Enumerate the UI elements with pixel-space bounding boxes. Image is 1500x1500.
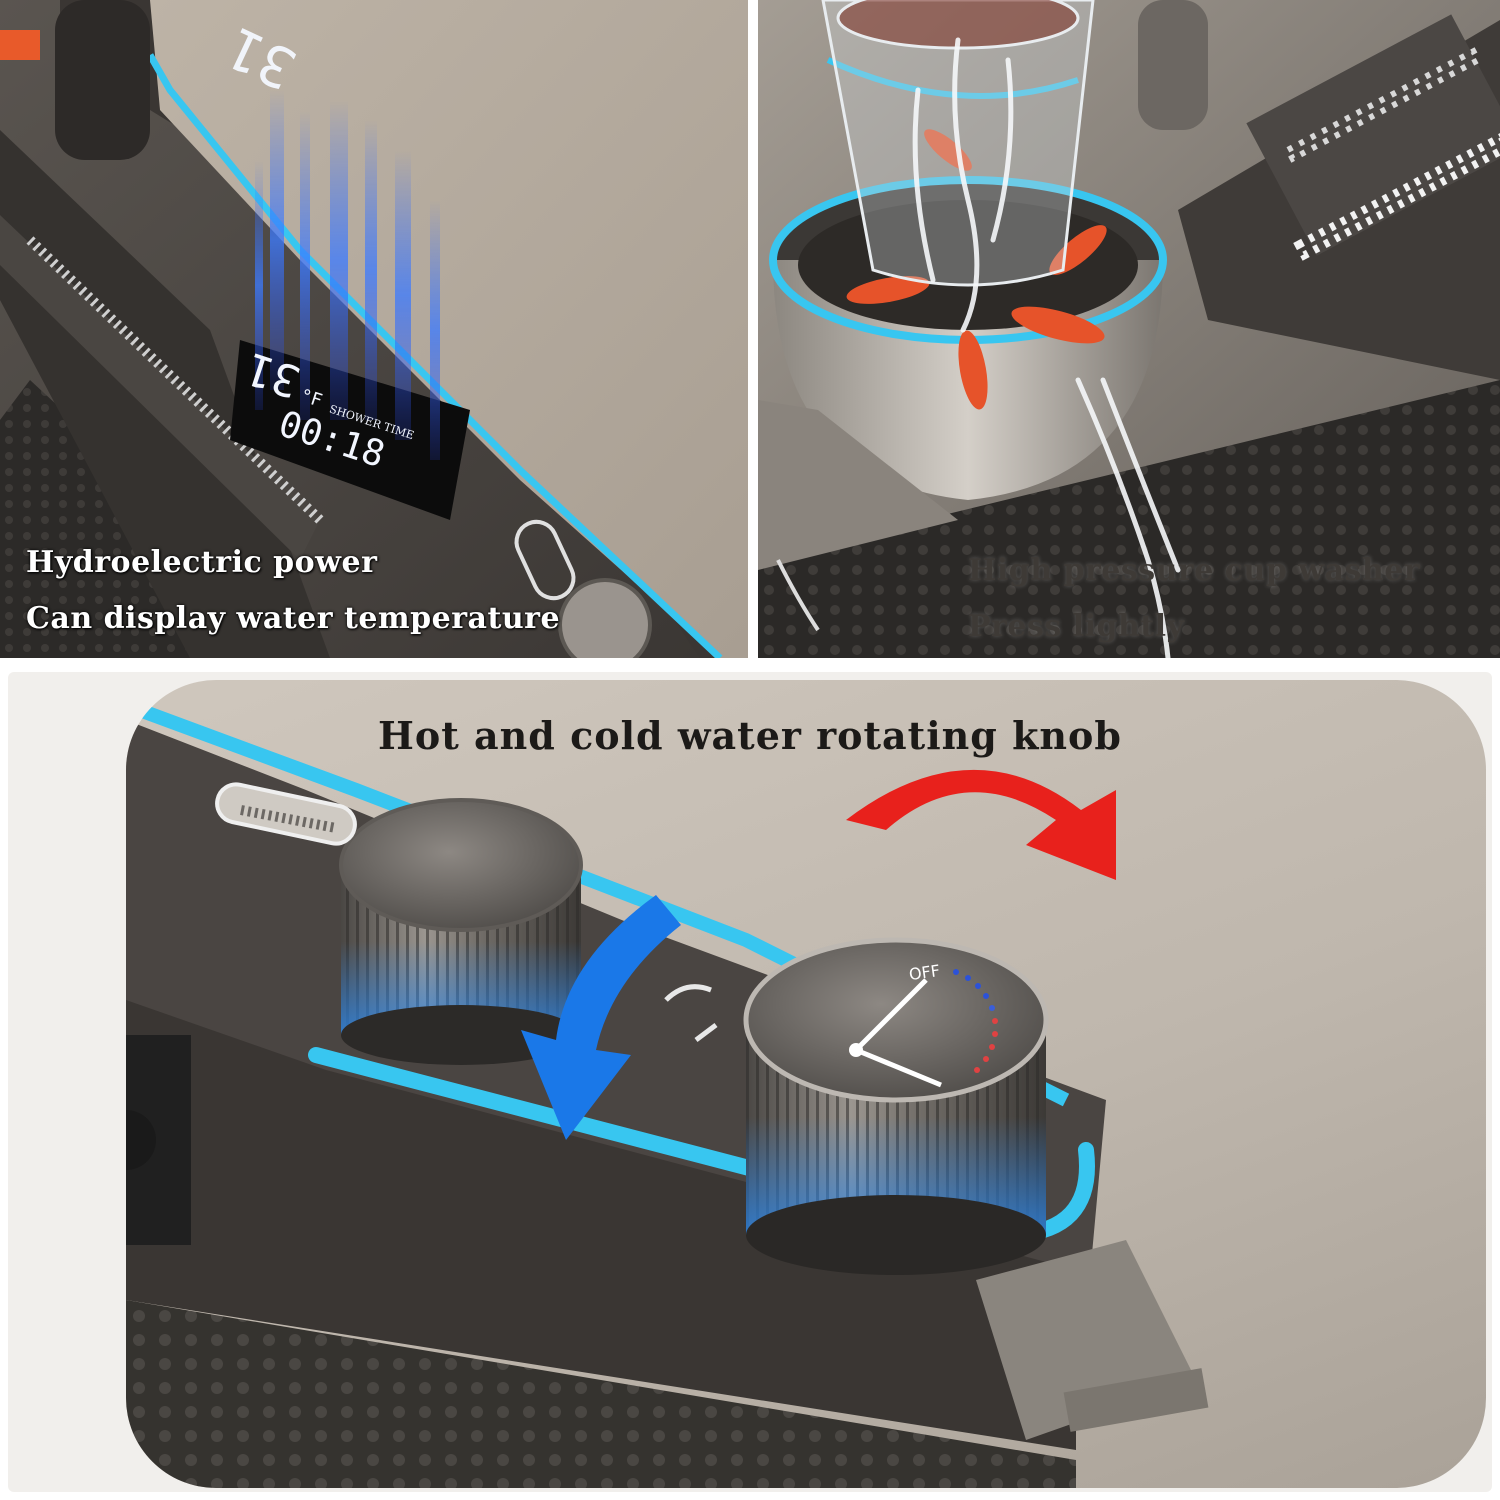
- cup-washer-photo: High pressure cup washer Press lightly: [758, 0, 1500, 658]
- caption-press-lightly: Press lightly: [968, 609, 1185, 644]
- caption-temperature: Can display water temperature: [26, 601, 561, 636]
- knob-title: Hot and cold water rotating knob: [378, 713, 1122, 758]
- caption-hydroelectric: Hydroelectric power: [26, 545, 378, 580]
- faucet-display-illustration: 31: [0, 0, 748, 658]
- cup-washer-illustration: [758, 0, 1500, 658]
- caption-cup-washer: High pressure cup washer: [968, 553, 1421, 588]
- rotating-knob-photo: OFF: [8, 672, 1492, 1492]
- hydroelectric-display-photo: 31 31 °F SHOWER TIME 00:18 Hydroelectric…: [0, 0, 748, 658]
- knob-illustration: [126, 698, 1209, 1488]
- knob-close-up: OFF: [126, 680, 1486, 1488]
